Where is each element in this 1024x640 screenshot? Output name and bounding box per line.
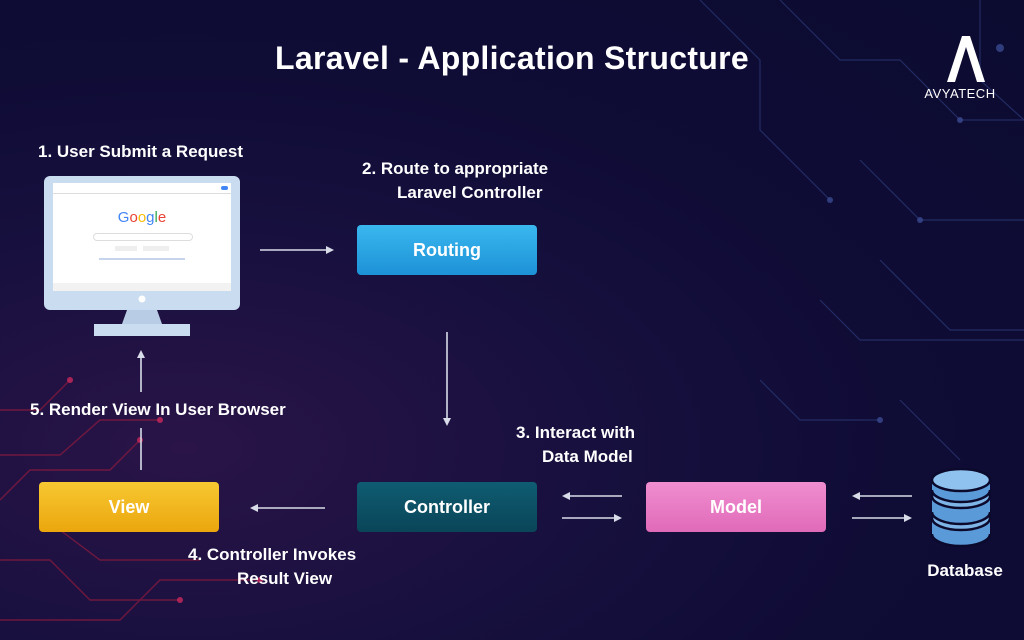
- page-title: Laravel - Application Structure: [275, 40, 749, 76]
- step3-label-line1: 3. Interact with: [516, 423, 636, 442]
- routing-box: Routing: [357, 225, 537, 275]
- step3-label-line2: Data Model: [542, 447, 633, 466]
- search-button: [115, 246, 137, 251]
- step4-label-line2: Result View: [237, 569, 333, 588]
- step2-label-line1: 2. Route to appropriate: [362, 159, 549, 178]
- step5-label: 5. Render View In User Browser: [30, 400, 286, 419]
- avyatech-logo-icon: [947, 36, 985, 82]
- browser-window: Google: [53, 183, 231, 291]
- view-box: View: [39, 482, 219, 532]
- model-box: Model: [646, 482, 826, 532]
- step1-label: 1. User Submit a Request: [38, 142, 244, 161]
- logo-text: AVYATECH: [924, 86, 996, 101]
- database-label: Database: [927, 561, 1003, 580]
- search-bar: [93, 233, 193, 241]
- google-logo: Google: [117, 209, 167, 226]
- lucky-button: [143, 246, 169, 251]
- browser-toolbar: [53, 183, 231, 194]
- browser-footer: [53, 283, 231, 291]
- language-links: [99, 258, 185, 260]
- controller-box: Controller: [357, 482, 537, 532]
- step4-label-line1: 4. Controller Invokes: [188, 545, 357, 564]
- database-icon: [930, 468, 992, 548]
- step2-label-line2: Laravel Controller: [397, 183, 543, 202]
